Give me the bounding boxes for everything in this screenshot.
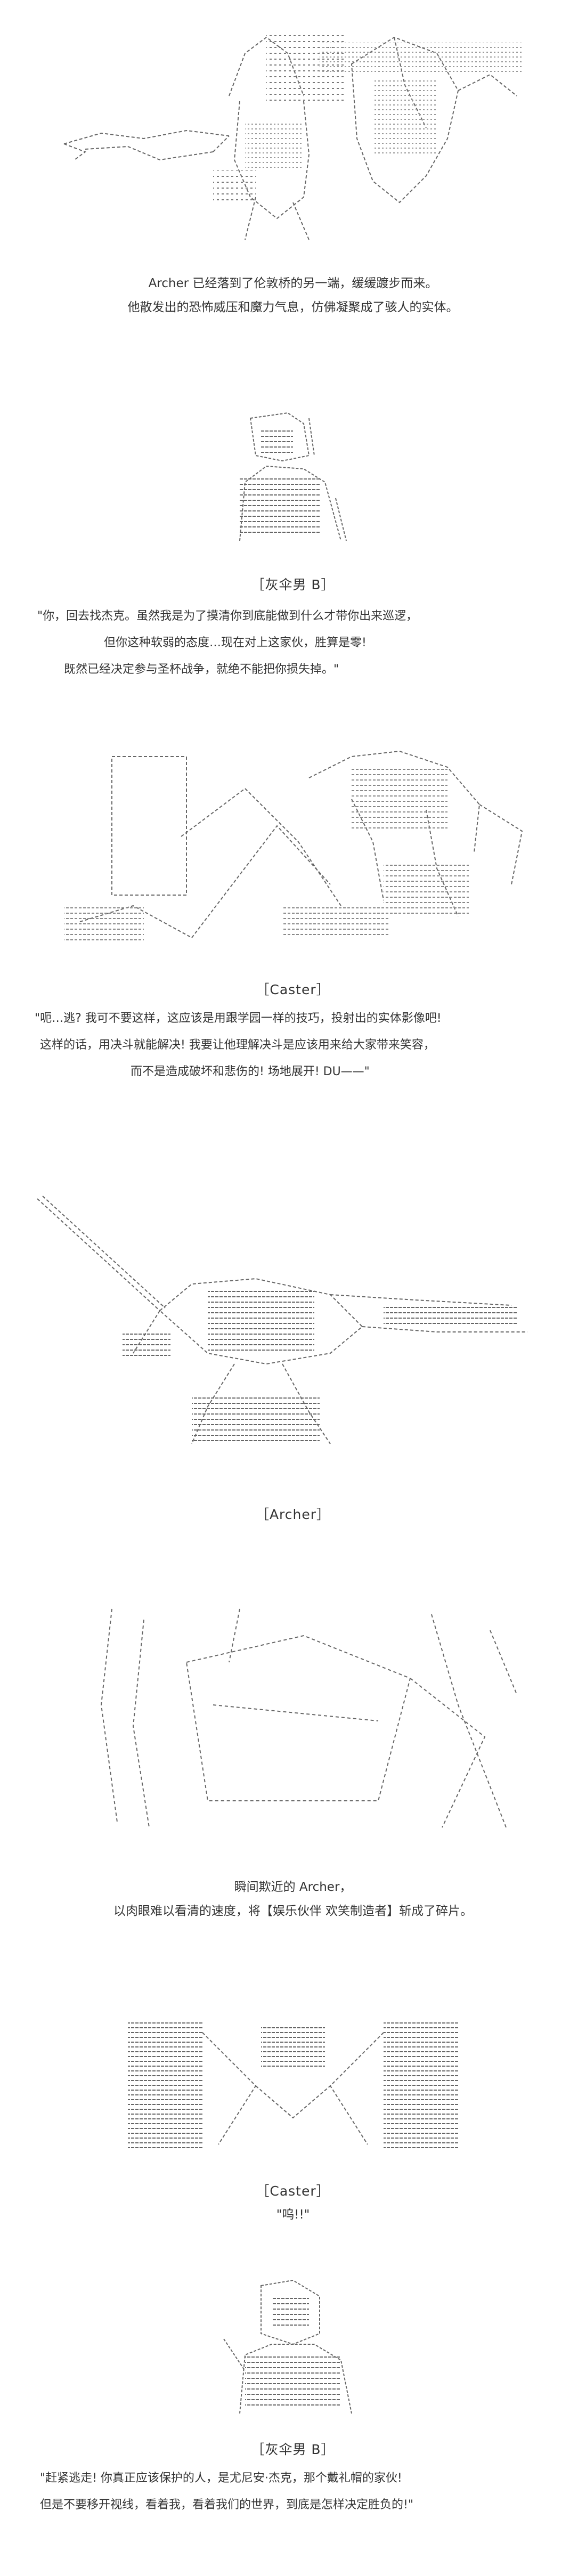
dialogue-line: 而不是造成破坏和悲伤的! 场地展开! DU——"	[131, 1065, 370, 1078]
dialogue-line: 这样的话，用决斗就能解决! 我要让他理解决斗是应该用来给大家带来笑容，	[40, 1038, 435, 1052]
aa-illustration-caster-card	[53, 746, 533, 954]
speaker-label: ［Caster］	[256, 982, 330, 997]
dialogue-line: "呜!!"	[276, 2208, 310, 2222]
narration-line: 以肉眼难以看清的速度，将【娱乐伙伴 欢笑制造者】斩成了碎片。	[113, 1904, 473, 1918]
aa-illustration-umbrella-man-2	[213, 2275, 368, 2419]
dialogue-line: 但是不要移开视线，看着我，看着我们的世界，到底是怎样决定胜负的!"	[40, 2498, 413, 2512]
dialogue-line: 但你这种软弱的态度…现在对上这家伙，胜算是零!	[104, 636, 367, 649]
narration-line: 他散发出的恐怖威压和魔力气息，仿佛凝聚成了骇人的实体。	[127, 300, 459, 314]
dialogue-line: "赶紧逃走! 你真正应该保护的人，是尤尼安·杰克，那个戴礼帽的家伙!	[40, 2472, 402, 2485]
aa-illustration-card-slash	[80, 1598, 533, 1833]
speaker-label: ［灰伞男 B］	[251, 577, 335, 592]
speaker-label: ［Archer］	[255, 1507, 331, 1522]
dialogue-line: "你，回去找杰克。虽然我是为了摸清你到底能做到什么才带你出来巡逻，	[37, 610, 418, 623]
speaker-label: ［灰伞男 B］	[251, 2442, 335, 2457]
aa-illustration-archer-spear	[32, 1193, 543, 1476]
aa-illustration-archer-bridge	[53, 21, 533, 245]
aa-illustration-umbrella-man	[218, 408, 362, 551]
aa-illustration-caster-closeup	[123, 2011, 463, 2155]
speaker-label: ［Caster］	[256, 2183, 330, 2199]
dialogue-line: "呃…逃? 我可不要这样，这应该是用跟学园一样的技巧，投射出的实体影像吧!	[35, 1012, 442, 1025]
dialogue-line: 既然已经决定参与圣杯战争，就绝不能把你损失掉。"	[64, 663, 339, 676]
narration-line: Archer 已经落到了伦敦桥的另一端，缓缓踱步而来。	[148, 277, 438, 290]
narration-line: 瞬间欺近的 Archer，	[234, 1880, 352, 1894]
